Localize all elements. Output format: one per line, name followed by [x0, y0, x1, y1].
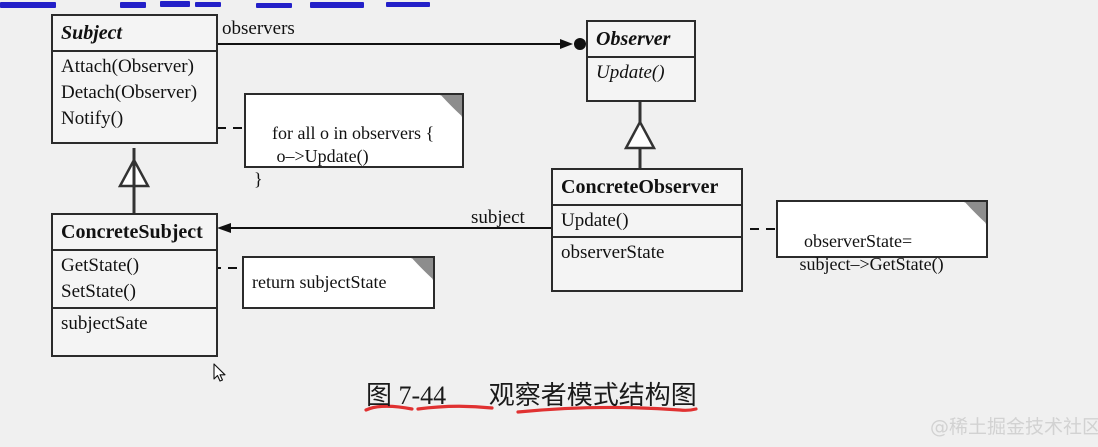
attribute-item: observerState [561, 242, 665, 263]
edge-label-subject: subject [471, 207, 525, 228]
note-notify-text: for all o in observers { o–>Update() } [254, 123, 435, 189]
highlight-fragment [310, 2, 364, 8]
class-concrete-observer-name: ConcreteObserver [561, 176, 719, 198]
class-concrete-subject-name: ConcreteSubject [61, 221, 203, 243]
highlight-fragment [256, 3, 292, 8]
highlight-fragment [0, 2, 56, 8]
highlight-fragment [386, 2, 430, 7]
operation-item: Detach(Observer) [61, 82, 198, 103]
class-concrete-observer-attributes: observerState [553, 236, 741, 268]
note-getstate-text: return subjectState [252, 272, 387, 292]
figure-caption: 图 7-44 观察者模式结构图 [366, 380, 697, 412]
operation-item: Update() [596, 62, 665, 83]
class-subject-name: Subject [61, 22, 123, 44]
note-update-text: observerState= subject–>GetState() [799, 231, 944, 274]
note-fold-corner-icon [964, 202, 986, 224]
note-update: observerState= subject–>GetState() [776, 200, 988, 274]
operation-item: Attach(Observer) [61, 56, 194, 77]
class-observer[interactable]: Observer Update() [586, 20, 696, 102]
operation-item: SetState() [61, 281, 136, 302]
highlight-fragment [195, 2, 221, 7]
class-subject[interactable]: Subject Attach(Observer) Detach(Observer… [51, 14, 218, 144]
operation-item: GetState() [61, 255, 140, 276]
edge-label-observers: observers [222, 18, 295, 39]
class-concrete-observer[interactable]: ConcreteObserver Update() observerState [551, 168, 743, 292]
site-watermark: @稀土掘金技术社区 [930, 416, 1098, 438]
class-concrete-subject[interactable]: ConcreteSubject GetState() SetState() su… [51, 213, 218, 357]
figure-caption-number: 图 7-44 [366, 381, 447, 410]
note-notify: for all o in observers { o–>Update() } [244, 93, 464, 189]
mouse-cursor-icon [213, 363, 226, 382]
class-concrete-subject-operations: GetState() SetState() [53, 249, 216, 307]
class-observer-operations: Update() [588, 56, 694, 88]
note-fold-corner-icon [411, 258, 433, 280]
class-subject-operations: Attach(Observer) Detach(Observer) Notify… [53, 50, 216, 134]
operation-item: Update() [561, 210, 629, 231]
figure-caption-text: 观察者模式结构图 [488, 381, 697, 411]
highlight-fragment [120, 2, 146, 8]
note-getstate: return subjectState [242, 256, 435, 309]
note-fold-corner-icon [440, 95, 462, 117]
operation-item: Notify() [61, 108, 124, 129]
class-observer-name: Observer [596, 28, 671, 50]
highlight-fragment [160, 1, 190, 7]
class-concrete-observer-operations: Update() [553, 204, 741, 236]
class-concrete-subject-attributes: subjectSate [53, 307, 216, 339]
attribute-item: subjectSate [61, 313, 148, 334]
